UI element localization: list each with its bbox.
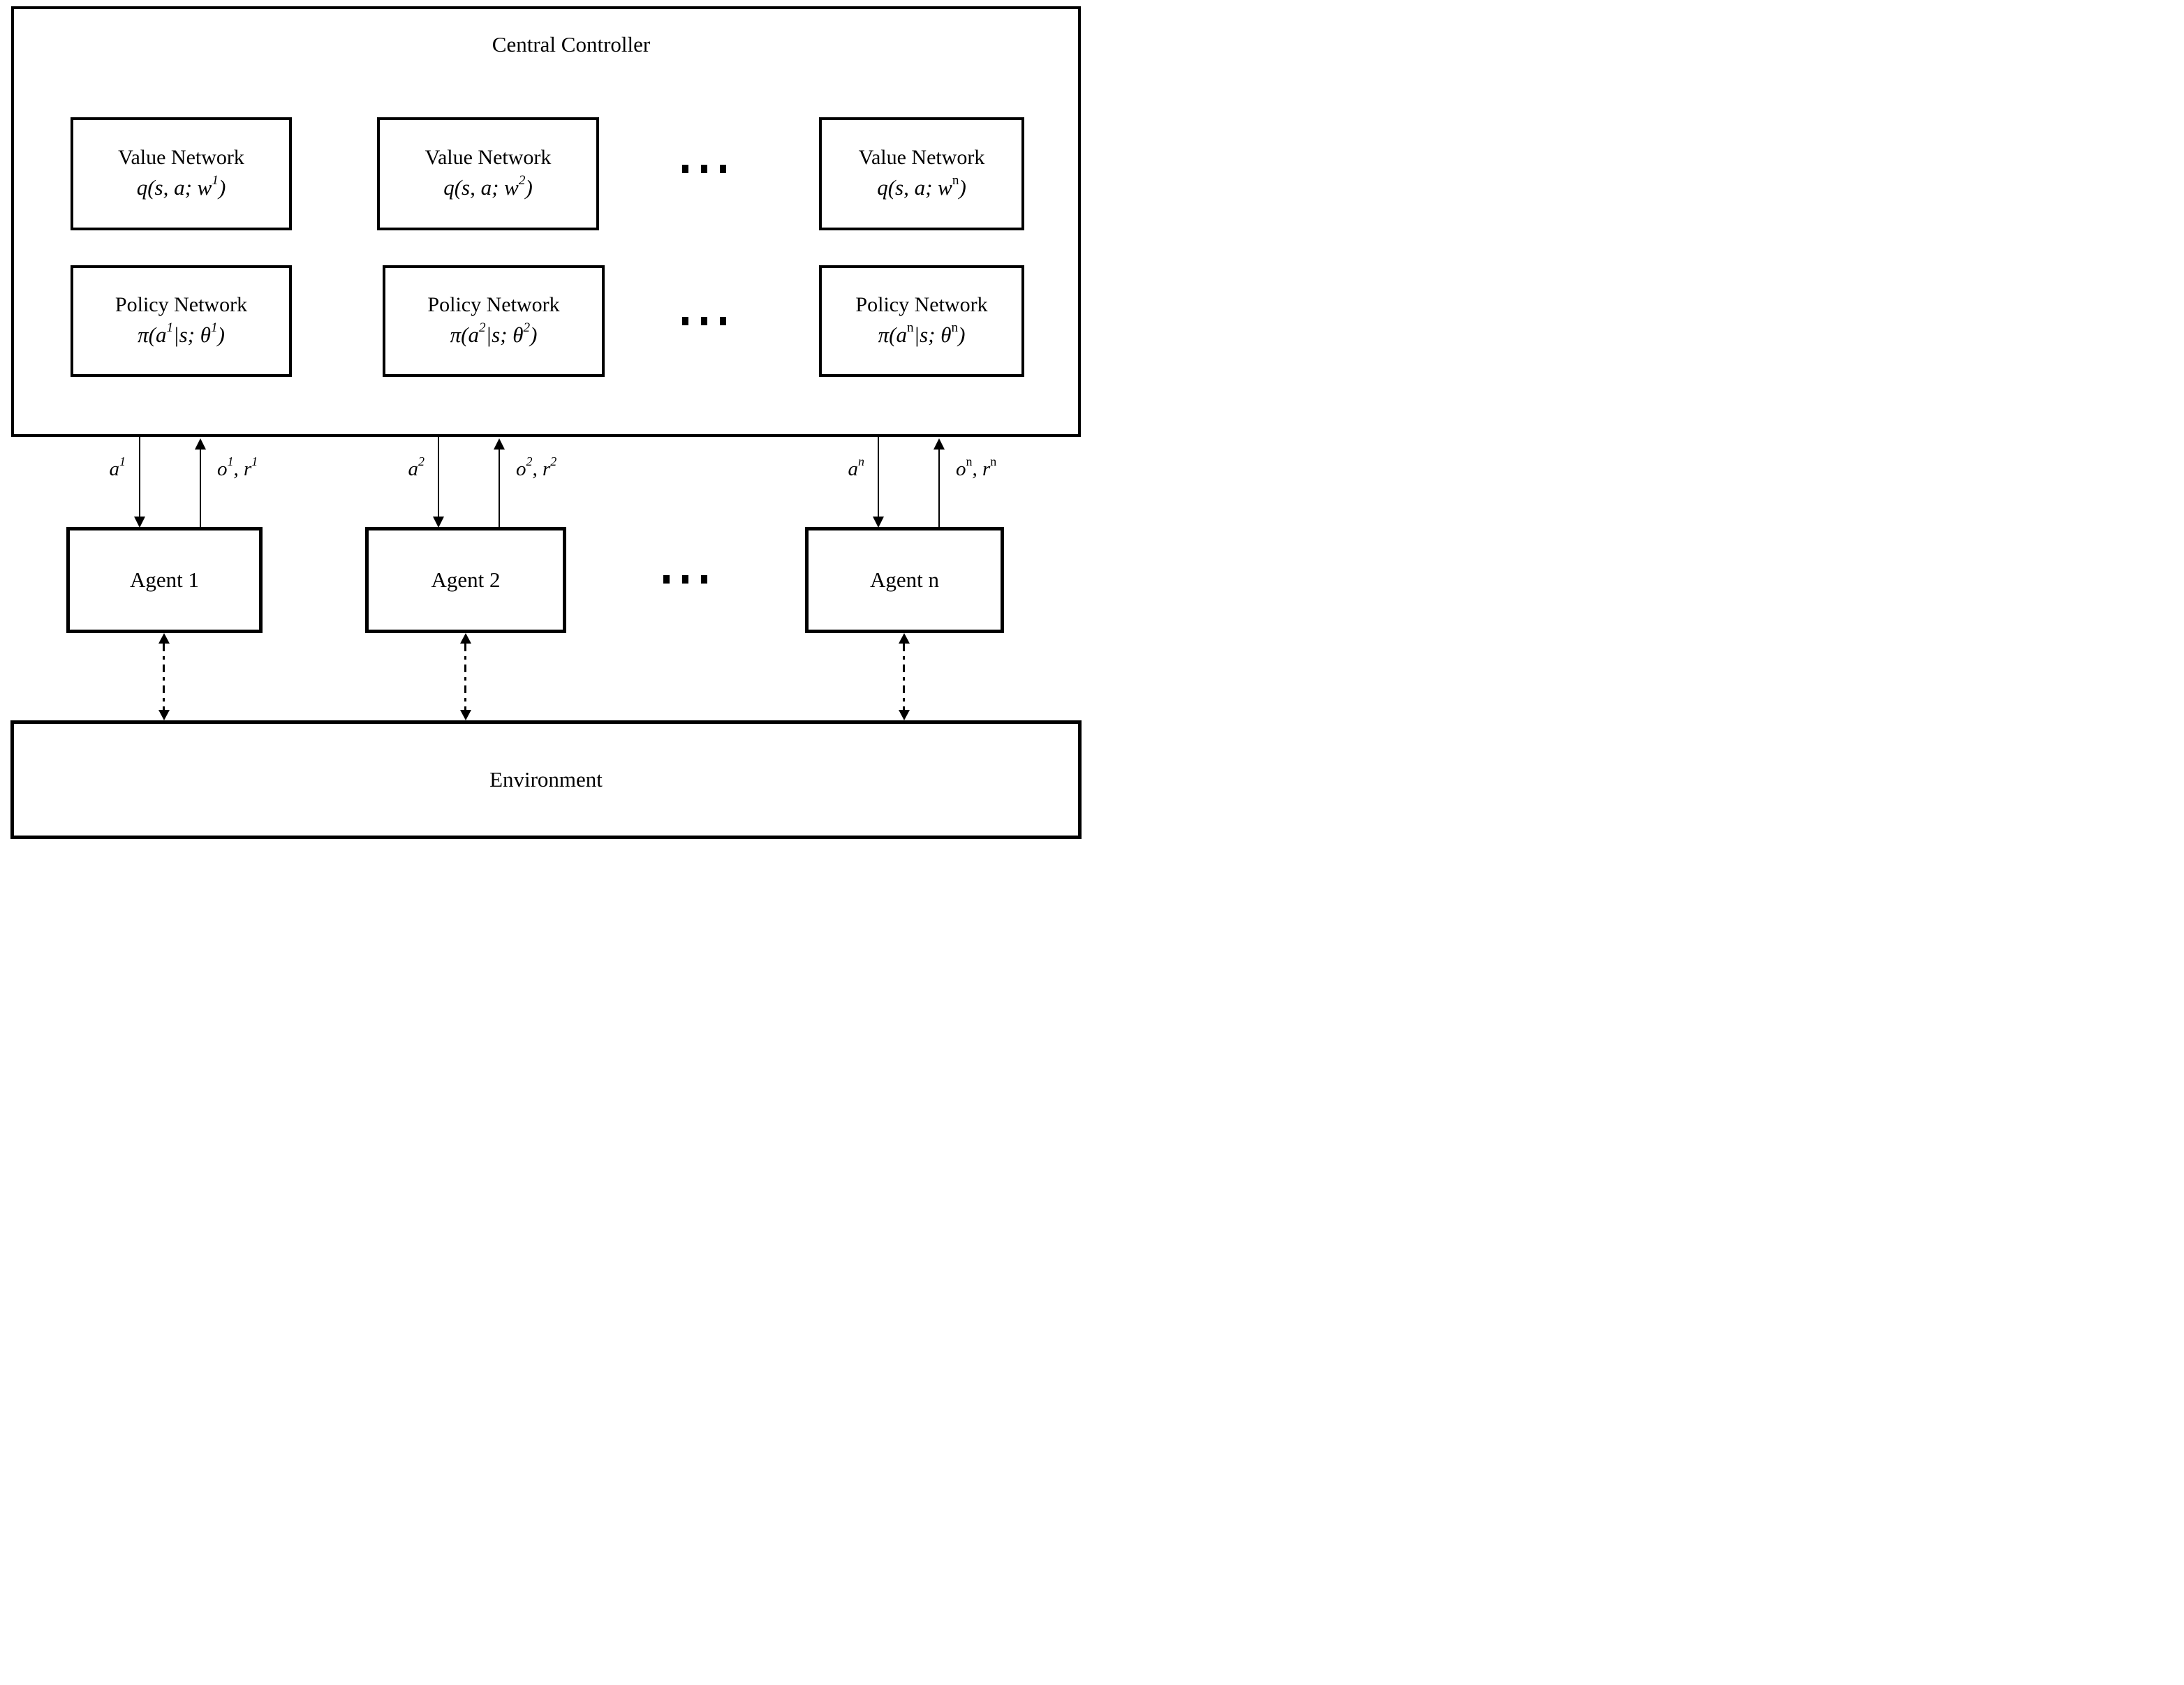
action-down-arrow — [139, 437, 140, 517]
env-interaction-down-arrowhead-icon — [899, 710, 910, 720]
action-label: an — [848, 454, 864, 480]
policy-network-box-1: Policy Network π(a1|s; θ1) — [71, 265, 292, 377]
action-down-arrow — [438, 437, 439, 517]
observation-up-arrow — [499, 450, 500, 527]
agent-box-1: Agent 1 — [66, 527, 263, 633]
action-down-arrow — [878, 437, 879, 517]
observation-up-arrowhead-icon — [195, 438, 206, 450]
ellipsis-icon — [682, 165, 726, 173]
value-network-box-n: Value Network q(s, a; wn) — [819, 117, 1024, 230]
env-interaction-down-arrowhead-icon — [460, 710, 471, 720]
observation-reward-label: on, rn — [956, 454, 997, 480]
agent-label: Agent n — [869, 567, 939, 592]
policy-network-formula: π(a1|s; θ1) — [138, 320, 225, 347]
environment-label: Environment — [489, 767, 603, 792]
policy-network-formula: π(an|s; θn) — [878, 320, 966, 347]
value-network-title: Value Network — [858, 146, 985, 170]
env-interaction-up-arrowhead-icon — [158, 633, 170, 644]
value-network-formula: q(s, a; w1) — [136, 173, 226, 200]
env-interaction-arrow — [163, 644, 165, 711]
policy-network-box-2: Policy Network π(a2|s; θ2) — [383, 265, 605, 377]
policy-network-title: Policy Network — [855, 293, 988, 317]
value-network-box-1: Value Network q(s, a; w1) — [71, 117, 292, 230]
ellipsis-icon — [682, 317, 726, 325]
action-down-arrowhead-icon — [433, 517, 444, 528]
action-down-arrowhead-icon — [134, 517, 145, 528]
value-network-box-2: Value Network q(s, a; w2) — [377, 117, 599, 230]
value-network-title: Value Network — [425, 146, 552, 170]
value-network-title: Value Network — [118, 146, 244, 170]
env-interaction-up-arrowhead-icon — [460, 633, 471, 644]
observation-up-arrowhead-icon — [934, 438, 945, 450]
marl-architecture-diagram: Central Controller Value Network q(s, a;… — [0, 0, 1092, 842]
agent-box-2: Agent 2 — [365, 527, 566, 633]
policy-network-formula: π(a2|s; θ2) — [450, 320, 538, 347]
agent-label: Agent 2 — [431, 567, 501, 592]
env-interaction-down-arrowhead-icon — [158, 710, 170, 720]
action-down-arrowhead-icon — [873, 517, 884, 528]
action-label: a1 — [109, 454, 126, 480]
environment-box: Environment — [10, 720, 1082, 839]
agent-box-n: Agent n — [805, 527, 1004, 633]
observation-up-arrowhead-icon — [494, 438, 505, 450]
env-interaction-up-arrowhead-icon — [899, 633, 910, 644]
policy-network-title: Policy Network — [115, 293, 248, 317]
action-label: a2 — [408, 454, 425, 480]
observation-reward-label: o2, r2 — [516, 454, 557, 480]
env-interaction-arrow — [903, 644, 905, 711]
env-interaction-arrow — [464, 644, 466, 711]
observation-up-arrow — [200, 450, 201, 527]
observation-reward-label: o1, r1 — [217, 454, 258, 480]
policy-network-title: Policy Network — [427, 293, 560, 317]
value-network-formula: q(s, a; wn) — [877, 173, 966, 200]
policy-network-box-n: Policy Network π(an|s; θn) — [819, 265, 1024, 377]
agent-label: Agent 1 — [129, 567, 199, 592]
value-network-formula: q(s, a; w2) — [443, 173, 533, 200]
ellipsis-icon — [663, 575, 707, 584]
central-controller-title: Central Controller — [492, 32, 651, 57]
observation-up-arrow — [938, 450, 940, 527]
